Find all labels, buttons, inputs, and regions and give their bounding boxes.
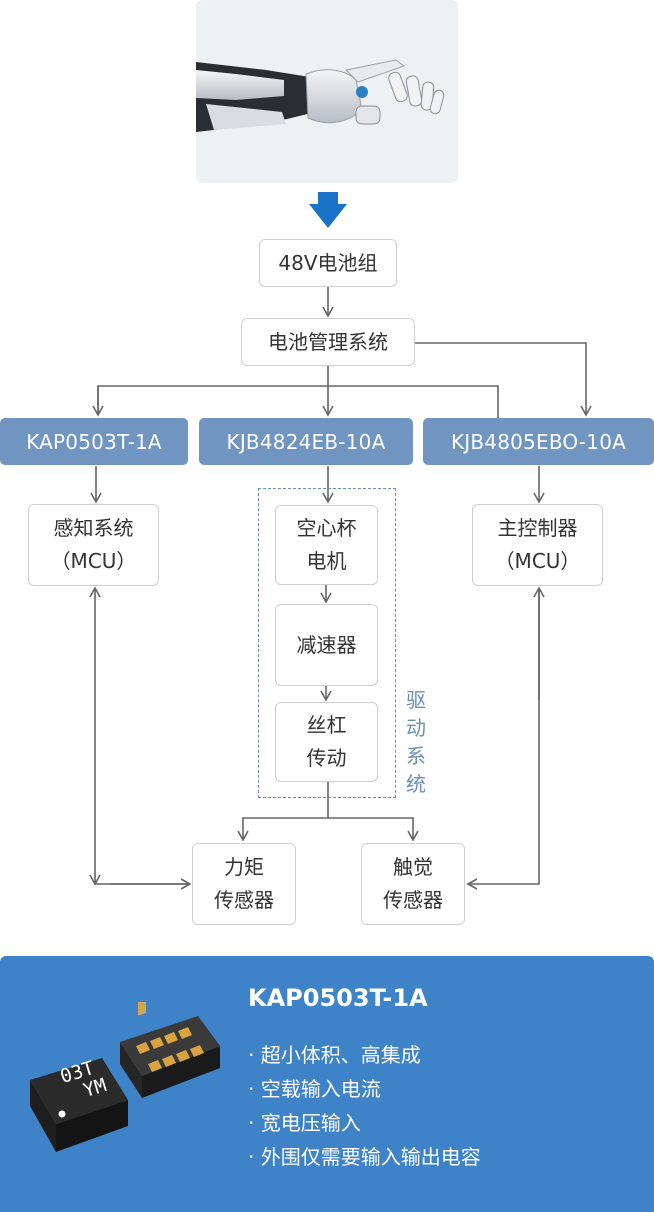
down-arrow-icon <box>309 192 347 228</box>
tactile-sensor-box: 触觉 传感器 <box>361 843 465 925</box>
feature-item: 宽电压输入 <box>248 1106 481 1140</box>
feature-item: 超小体积、高集成 <box>248 1038 481 1072</box>
bms-box: 电池管理系统 <box>241 318 415 366</box>
feature-item: 空载输入电流 <box>248 1072 481 1106</box>
reducer-box: 减速器 <box>275 604 378 686</box>
chip-kap0503t: KAP0503T-1A <box>0 418 188 465</box>
sensing-system-box: 感知系统 （MCU） <box>28 504 159 586</box>
main-controller-box: 主控制器 （MCU） <box>472 504 603 586</box>
lead-screw-box: 丝杠 传动 <box>275 702 378 782</box>
coreless-motor-box: 空心杯 电机 <box>275 505 378 585</box>
flow-connectors <box>89 192 592 890</box>
robot-hand-image <box>196 0 458 183</box>
robot-hand-illustration <box>196 59 445 132</box>
product-title: KAP0503T-1A <box>248 984 428 1012</box>
chip-kjb4824eb: KJB4824EB-10A <box>199 418 413 465</box>
pin1-dot-icon <box>58 1110 66 1118</box>
torque-sensor-box: 力矩 传感器 <box>192 843 296 925</box>
feature-list: 超小体积、高集成 空载输入电流 宽电压输入 外围仅需要输入输出电容 <box>248 1038 481 1174</box>
chip-package-illustration <box>30 1002 220 1152</box>
drive-system-label: 驱 动 系 统 <box>406 688 426 796</box>
drive-system-group <box>258 488 396 798</box>
feature-item: 外围仅需要输入输出电容 <box>248 1140 481 1174</box>
chip-kjb4805ebo: KJB4805EBO-10A <box>423 418 654 465</box>
battery-pack-box: 48V电池组 <box>259 239 397 287</box>
